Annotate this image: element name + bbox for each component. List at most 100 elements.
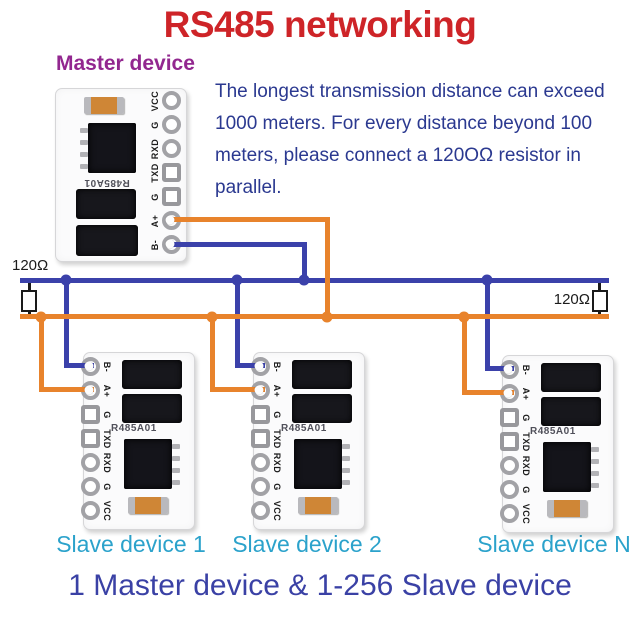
pin-label: TXD	[102, 428, 112, 449]
chip-part-number: R485A01	[530, 426, 576, 437]
pin-label: A+	[150, 214, 160, 227]
info-line: meters, please connect a 120OΩ resistor …	[215, 145, 581, 166]
slave-device-2-label: Slave device 2	[232, 531, 382, 557]
pin-label: TXD	[150, 162, 160, 183]
junction-dot	[60, 274, 72, 286]
solder-pad	[251, 453, 270, 472]
solder-pad	[500, 408, 519, 427]
solder-pad	[81, 429, 100, 448]
pin-g: G	[145, 187, 181, 206]
smd-component	[122, 394, 182, 423]
smd-component	[76, 189, 136, 219]
info-line: parallel.	[215, 177, 282, 198]
solder-pad	[162, 187, 181, 206]
smd-component	[292, 394, 352, 423]
pin-label: A+	[521, 387, 531, 400]
capacitor	[547, 500, 587, 517]
solder-pad	[162, 163, 181, 182]
solder-pad	[81, 501, 100, 520]
solder-pad	[500, 504, 519, 523]
solder-pad	[81, 405, 100, 424]
master-a-wire	[168, 217, 330, 222]
pin-label: RXD	[150, 138, 160, 159]
pin-label: RXD	[102, 452, 112, 473]
slave1-b-wire	[64, 363, 94, 368]
pin-label: RXD	[521, 455, 531, 476]
pin-label: B-	[521, 364, 531, 375]
solder-pad	[251, 429, 270, 448]
slaveN-b-wire-drop	[485, 283, 490, 371]
junction-dot	[35, 311, 47, 323]
pin-label: B-	[272, 361, 282, 372]
pin-rxd: RXD	[145, 138, 181, 159]
pin-label: VCC	[521, 503, 531, 524]
pin-txd: TXD	[500, 432, 536, 451]
pin-rxd: RXD	[251, 452, 287, 473]
pin-txd: TXD	[145, 163, 181, 182]
slave2-b-wire-drop	[235, 283, 240, 368]
slave-device-n-label: Slave device N	[477, 531, 631, 557]
pin-label: TXD	[521, 431, 531, 452]
wire-terminal	[165, 215, 175, 225]
slaveN-b-wire	[485, 366, 514, 371]
pin-label: G	[150, 120, 160, 129]
pin-g: G	[500, 408, 536, 427]
pin-label: G	[102, 410, 112, 419]
slave-device-1-label: Slave device 1	[56, 531, 206, 557]
pin-vcc: VCC	[81, 500, 117, 521]
junction-dot	[298, 274, 310, 286]
slave1-b-wire-drop	[64, 283, 69, 368]
master-device-board: R485A01 VCC G RXD TXD G A+ B-	[55, 88, 187, 262]
chip-part-number: R485A01	[84, 177, 130, 188]
solder-pad	[162, 91, 181, 110]
pin-label: G	[102, 482, 112, 491]
smd-component	[76, 225, 138, 256]
wire-terminal	[254, 385, 264, 395]
a-line-bus-wire	[20, 314, 609, 319]
pin-label: A+	[102, 384, 112, 397]
wire-terminal	[503, 388, 513, 398]
pin-label: G	[272, 410, 282, 419]
slave-device-n-board: B- A+ G TXD RXD G VCC R485A01	[500, 355, 614, 533]
solder-pad	[251, 405, 270, 424]
slave1-a-wire	[39, 387, 94, 392]
pin-g: G	[500, 480, 536, 499]
junction-dot	[206, 311, 218, 323]
smd-component	[541, 363, 601, 392]
pin-label: G	[521, 413, 531, 422]
junction-dot	[481, 274, 493, 286]
pin-vcc: VCC	[251, 500, 287, 521]
info-paragraph: The longest transmission distance can ex…	[215, 76, 639, 204]
junction-dot	[231, 274, 243, 286]
solder-pad	[162, 139, 181, 158]
capacitor	[298, 497, 338, 514]
pin-label: A+	[272, 384, 282, 397]
pin-g: G	[81, 405, 117, 424]
soic-chip	[80, 123, 136, 173]
b-line-bus-wire	[20, 278, 609, 283]
left-resistor	[21, 290, 37, 312]
pin-label: G	[272, 482, 282, 491]
pin-g: G	[251, 477, 287, 496]
pin-label: TXD	[272, 428, 282, 449]
solder-pad	[251, 477, 270, 496]
master-device-label: Master device	[56, 52, 195, 75]
pin-txd: TXD	[251, 429, 287, 448]
solder-pad	[162, 115, 181, 134]
pin-vcc: VCC	[500, 503, 536, 524]
master-b-wire	[168, 242, 307, 247]
smd-component	[122, 360, 182, 389]
wire-terminal	[84, 361, 94, 371]
pin-label: RXD	[272, 452, 282, 473]
pin-g: G	[145, 115, 181, 134]
bottom-caption: 1 Master device & 1-256 Slave device	[68, 569, 572, 602]
junction-dot	[321, 311, 333, 323]
slaveN-a-wire	[462, 390, 514, 395]
pin-label: VCC	[272, 500, 282, 521]
pin-label: B-	[102, 361, 112, 372]
wire-terminal	[254, 361, 264, 371]
master-a-wire-drop	[325, 217, 330, 319]
right-resistor	[592, 290, 608, 312]
pin-label: B-	[150, 239, 160, 250]
